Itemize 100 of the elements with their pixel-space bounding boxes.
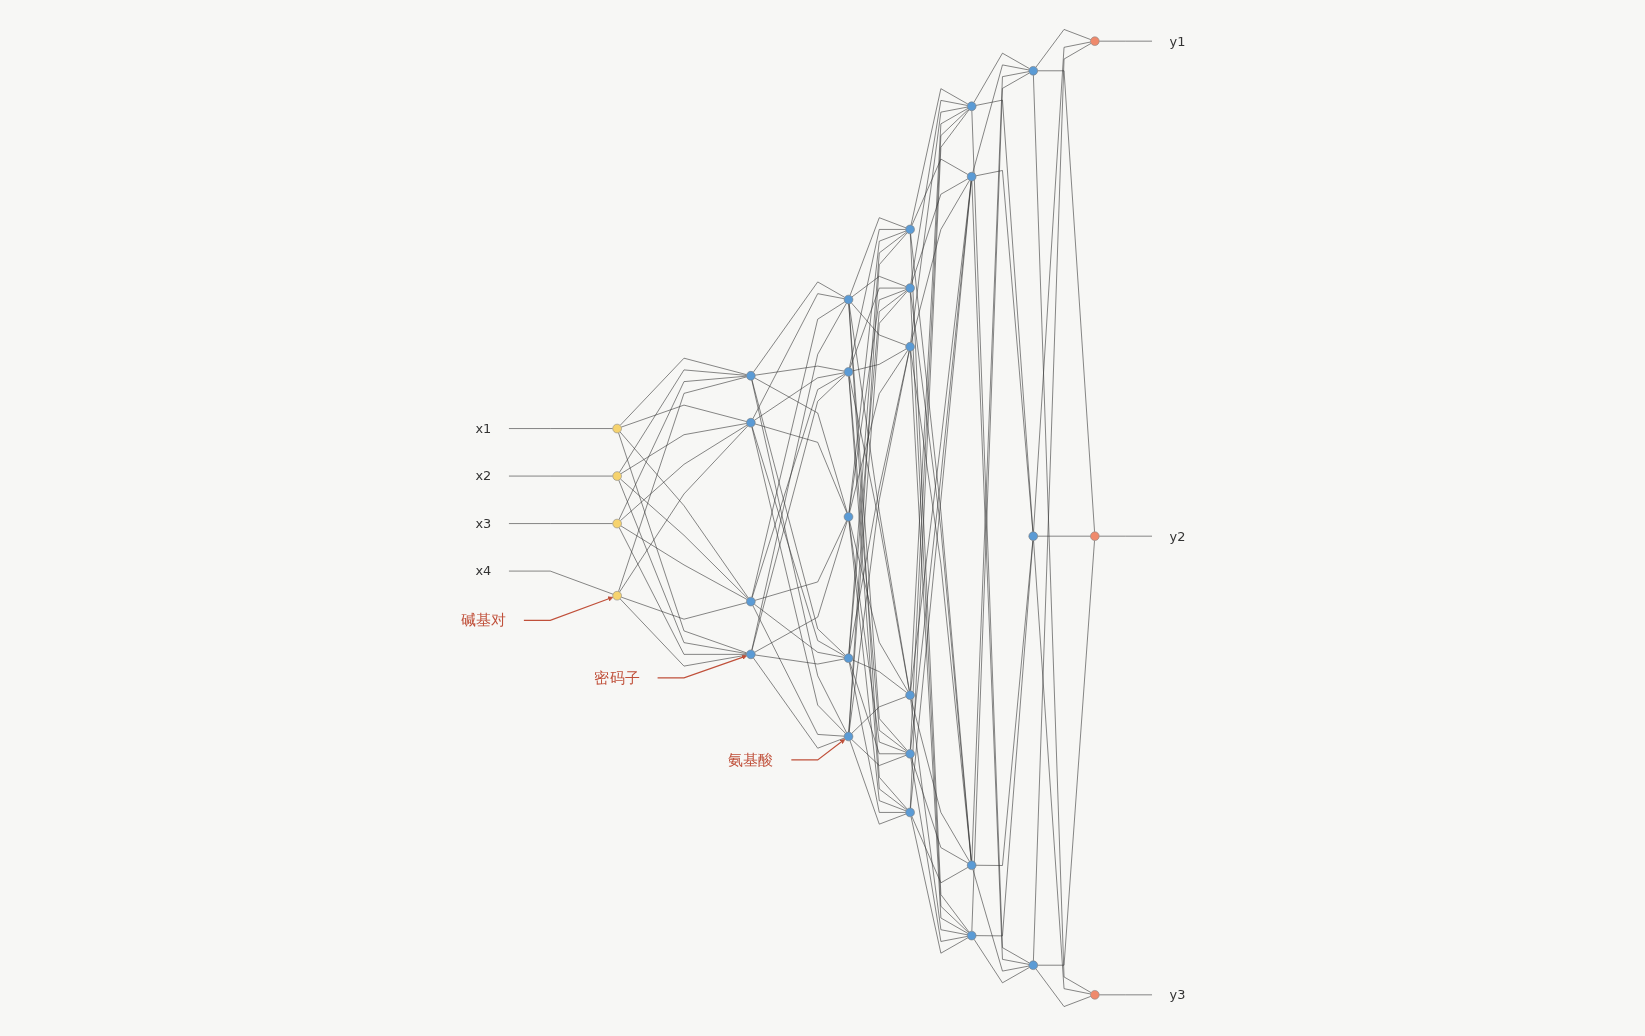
connector <box>910 88 968 226</box>
node-circle <box>611 471 622 481</box>
connector <box>973 52 1030 103</box>
connector <box>620 596 747 620</box>
connector <box>849 217 906 296</box>
connector <box>849 287 906 369</box>
connector <box>910 178 968 285</box>
connector <box>508 428 613 429</box>
node-circle <box>904 807 915 818</box>
connector <box>753 603 844 658</box>
connector <box>620 525 747 600</box>
connector <box>754 520 847 601</box>
connector <box>848 662 906 813</box>
node-circle <box>611 423 622 434</box>
connector <box>620 423 747 475</box>
connector <box>508 523 613 524</box>
connector <box>1036 540 1095 966</box>
connector <box>619 424 747 521</box>
node-circle <box>843 512 853 522</box>
connector <box>754 423 847 514</box>
node-circle <box>1028 960 1038 970</box>
node-circle <box>904 690 915 700</box>
connector <box>848 289 906 513</box>
connector <box>617 376 747 592</box>
node-circle <box>745 596 756 607</box>
connector <box>619 598 747 667</box>
node-circle <box>904 224 915 235</box>
node-circle <box>745 371 756 381</box>
connector <box>848 229 906 368</box>
connector <box>753 377 848 513</box>
connector <box>752 605 844 737</box>
connector <box>617 432 747 654</box>
connector <box>752 657 845 749</box>
connector <box>972 64 1029 173</box>
connector <box>975 99 1033 533</box>
connector <box>1036 535 1091 537</box>
connector <box>753 372 844 421</box>
connector <box>848 230 906 513</box>
connector <box>752 281 845 373</box>
node-text: y1 <box>1169 33 1185 49</box>
connector <box>617 479 747 654</box>
node-text: x1 <box>474 421 491 436</box>
connector <box>620 404 747 428</box>
node-circle <box>843 367 853 377</box>
arrow <box>656 654 747 679</box>
connector <box>910 816 968 954</box>
connector <box>751 301 845 598</box>
connector <box>848 350 908 513</box>
node-circle <box>904 283 915 293</box>
node-circle <box>745 418 756 428</box>
connector <box>618 369 747 473</box>
node-circle <box>904 342 915 352</box>
arrow <box>522 596 613 621</box>
connector <box>751 303 847 651</box>
node-circle <box>966 860 976 870</box>
connector <box>618 527 747 655</box>
node-circle <box>1028 66 1038 76</box>
node-circle <box>843 294 853 305</box>
connector <box>975 170 1033 533</box>
connector <box>848 520 906 812</box>
connector <box>752 293 844 420</box>
connector <box>850 696 906 734</box>
node-circle <box>966 101 976 111</box>
connector <box>910 699 970 862</box>
connector <box>751 426 845 657</box>
connector <box>619 357 747 426</box>
node-text: y2 <box>1169 528 1185 544</box>
node-circle <box>1089 36 1100 46</box>
connector <box>975 540 1033 937</box>
node-text: 碱基对 <box>460 611 506 629</box>
connector <box>911 158 968 226</box>
node-circle <box>1028 531 1038 541</box>
node-circle <box>1089 531 1100 541</box>
connector <box>848 350 909 655</box>
connector <box>508 570 613 595</box>
connector <box>618 375 747 520</box>
connector <box>851 348 907 372</box>
node-text: 氨基酸 <box>727 750 774 769</box>
connector <box>848 303 910 692</box>
node-circle <box>611 591 622 601</box>
node-text: x3 <box>474 516 491 531</box>
connector <box>973 939 1030 984</box>
connector <box>909 106 968 343</box>
node-circle <box>843 731 853 742</box>
arrow <box>790 738 845 761</box>
node-circle <box>843 653 853 663</box>
connector <box>1036 70 1095 533</box>
node-circle <box>745 649 756 660</box>
node-circle <box>611 518 622 529</box>
connector <box>849 662 906 755</box>
connector <box>909 699 968 936</box>
connector <box>754 654 844 665</box>
connector <box>848 520 906 753</box>
connector <box>850 302 906 346</box>
connector <box>1032 41 1091 533</box>
connector <box>910 100 968 285</box>
node-text: x4 <box>474 563 491 579</box>
connector <box>753 520 847 653</box>
node-text: y3 <box>1169 987 1185 1003</box>
node-circle <box>966 171 976 182</box>
